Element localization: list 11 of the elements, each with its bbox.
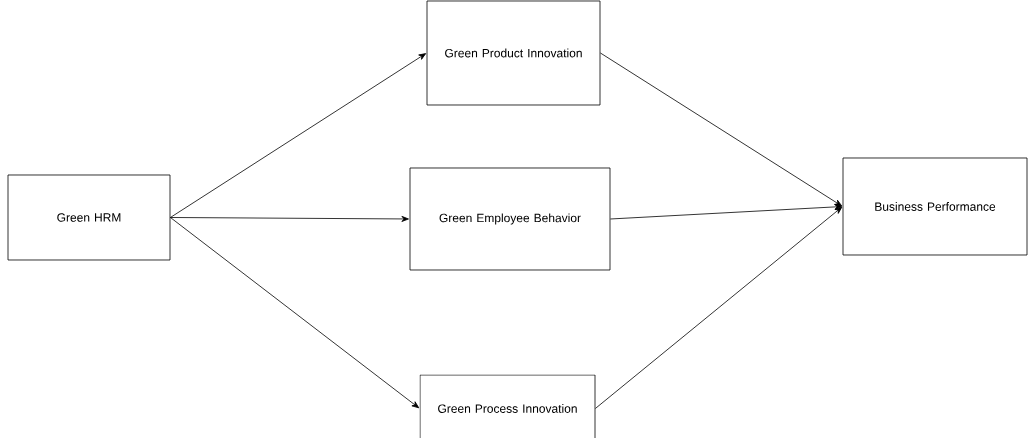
box: Green HRM [7,174,171,261]
arrow [170,217,420,409]
box: Green Process Innovation [419,374,596,438]
arrow [170,215,409,222]
box: Green Product Innovation [426,0,601,106]
arrow [595,206,843,409]
arrow [600,52,843,207]
box: Business Performance [842,157,1028,256]
box: Green Employee Behavior [409,167,611,271]
arrow [170,53,427,218]
arrow [610,203,842,220]
